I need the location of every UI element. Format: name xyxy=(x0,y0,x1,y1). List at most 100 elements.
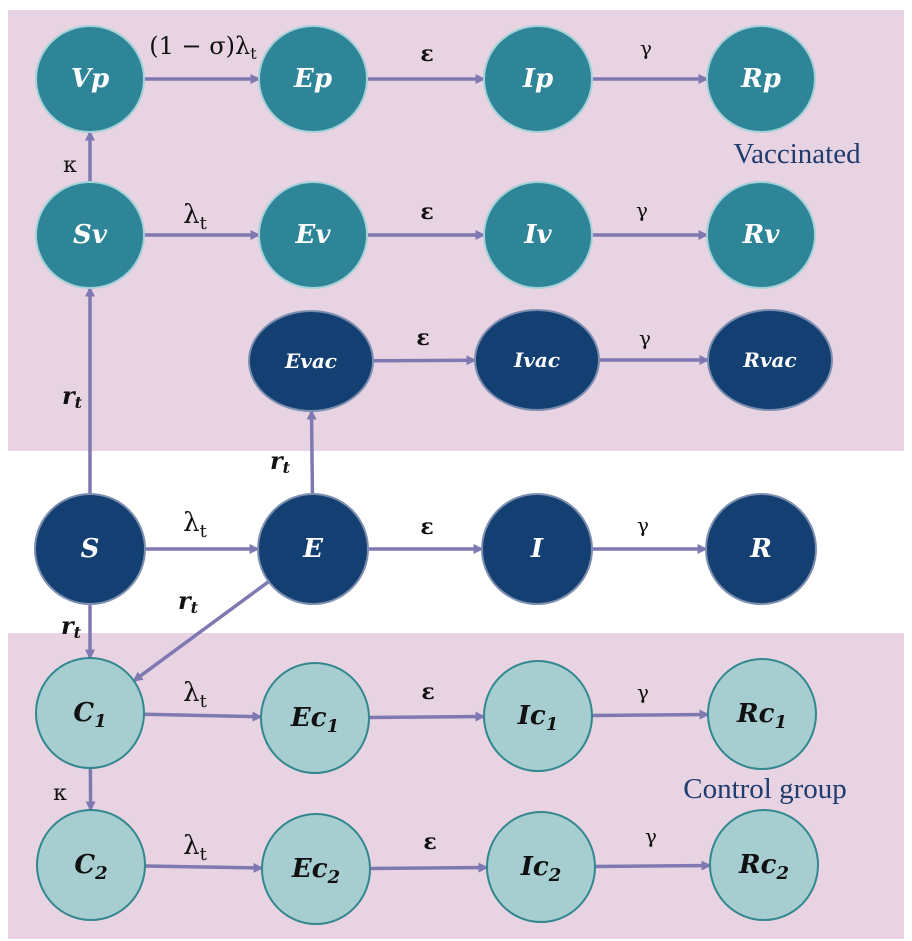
rate-label-e-to-evac-text: r xyxy=(270,446,285,475)
rate-label-s-to-c1: rt xyxy=(61,611,82,642)
compartment-ip-label: Ip xyxy=(522,64,553,94)
transition-s-to-sv: rt xyxy=(62,286,95,494)
rate-label-c2-to-ec2: λt xyxy=(183,831,207,865)
transition-s-to-c1: rt xyxy=(61,604,95,660)
transition-ep-to-ip: ε xyxy=(367,41,486,84)
compartment-i-label: I xyxy=(530,534,544,564)
compartment-rc2-label-subscript: 2 xyxy=(775,863,789,884)
rate-label-sv-to-ev-subscript: t xyxy=(200,213,208,234)
compartment-ic1: Ic1 xyxy=(483,660,593,772)
compartment-sv: Sv xyxy=(35,181,145,289)
arrow-e-to-c1 xyxy=(132,580,270,683)
arrow-ic2-to-rc2 xyxy=(594,860,712,871)
rate-label-e-to-i-text: ε xyxy=(420,514,433,540)
rate-label-e-to-evac-subscript: t xyxy=(283,458,291,477)
compartment-c2-label: C2 xyxy=(74,850,107,884)
transition-iv-to-rv: γ xyxy=(592,198,709,240)
compartment-rc1: Rc1 xyxy=(707,658,817,770)
compartment-rc1-circle xyxy=(707,658,817,770)
compartment-i-label-text: I xyxy=(530,534,544,564)
compartment-ivac-circle xyxy=(474,309,600,411)
arrow-c1-to-ec1 xyxy=(143,711,263,722)
compartment-rp-circle xyxy=(706,25,816,133)
rate-label-c1-to-ec1-subscript: t xyxy=(200,691,208,712)
transition-c2-to-ec2: λt xyxy=(144,831,264,873)
rate-label-s-to-c1-text: r xyxy=(61,611,76,640)
compartment-r: R xyxy=(705,493,817,605)
compartment-ec1-circle xyxy=(260,662,370,774)
compartment-evac-label: Evac xyxy=(284,349,337,373)
rate-label-c1-to-ec1-text: λ xyxy=(183,678,199,708)
compartment-rc2-circle xyxy=(709,809,819,921)
control-group-label: Control group xyxy=(683,773,847,805)
compartment-e: E xyxy=(257,493,369,605)
compartment-sv-label-text: Sv xyxy=(73,220,108,250)
rate-label-c1-to-c2-text: κ xyxy=(53,781,67,806)
rate-label-ic1-to-rc1: γ xyxy=(637,680,649,704)
compartment-ic2: Ic2 xyxy=(486,811,596,923)
rate-label-c1-to-ec1: λt xyxy=(183,678,207,712)
compartment-r-label: R xyxy=(749,534,772,564)
compartment-ep-label-text: Ep xyxy=(293,64,332,94)
compartment-s-circle xyxy=(34,493,146,605)
rate-label-ep-to-ip: ε xyxy=(420,41,433,67)
transition-ev-to-iv: ε xyxy=(367,199,486,240)
compartment-c2-label-text: C xyxy=(74,850,95,880)
compartment-ivac-label-text: Ivac xyxy=(513,348,560,372)
compartment-ic1-label-subscript: 1 xyxy=(546,714,559,735)
rate-label-e-to-c1-text: r xyxy=(178,586,193,615)
rate-label-e-to-c1-subscript: t xyxy=(191,598,199,617)
compartment-ip: Ip xyxy=(483,25,593,133)
compartment-ev-label: Ev xyxy=(295,220,332,250)
compartment-ic1-label-text: Ic xyxy=(517,701,546,731)
transition-vp-to-ep: (1 − σ)λt xyxy=(144,32,261,84)
transition-c1-to-c2: κ xyxy=(53,767,96,812)
compartment-e-label-text: E xyxy=(302,534,324,564)
compartment-vp-circle xyxy=(35,25,145,133)
compartment-ep: Ep xyxy=(258,25,368,133)
rate-label-c2-to-ec2-text: λ xyxy=(183,831,199,861)
transition-ivac-to-rvac: γ xyxy=(599,326,710,365)
compartment-ivac: Ivac xyxy=(474,309,600,411)
compartment-rc2-label: Rc2 xyxy=(738,850,789,884)
compartment-ic2-label-text: Ic xyxy=(520,852,549,882)
compartment-ev-circle xyxy=(258,181,368,289)
compartment-rv-label-text: Rv xyxy=(742,220,781,250)
transition-c1-to-ec1: λt xyxy=(143,678,263,722)
rate-label-e-to-evac: rt xyxy=(270,446,291,477)
compartment-evac-label-text: Evac xyxy=(284,349,337,373)
transition-e-to-c1: rt xyxy=(132,580,270,683)
rate-label-ic2-to-rc2: γ xyxy=(645,824,657,848)
rate-label-ip-to-rp-text: γ xyxy=(640,36,652,60)
compartment-ep-circle xyxy=(258,25,368,133)
compartment-rv-label: Rv xyxy=(742,220,781,250)
compartment-rv-circle xyxy=(706,181,816,289)
arrow-e-to-evac xyxy=(306,409,317,495)
compartment-rc1-label-subscript: 1 xyxy=(774,712,787,733)
compartment-iv: Iv xyxy=(483,181,593,289)
compartment-rc1-label: Rc1 xyxy=(736,699,787,733)
compartment-ec2-circle xyxy=(261,813,371,925)
transition-ic2-to-rc2: γ xyxy=(594,824,712,871)
rate-label-c2-to-ec2-subscript: t xyxy=(200,844,208,865)
compartment-e-label: E xyxy=(302,534,324,564)
rate-label-c1-to-c2: κ xyxy=(53,781,67,806)
compartment-vp-label: Vp xyxy=(71,64,109,94)
transition-ec2-to-ic2: ε xyxy=(369,829,489,873)
rate-label-ivac-to-rvac: γ xyxy=(639,326,651,350)
compartment-rvac-label-text: Rvac xyxy=(742,348,796,372)
compartment-sv-circle xyxy=(35,181,145,289)
compartment-e-circle xyxy=(257,493,369,605)
compartment-iv-label-text: Iv xyxy=(523,220,552,250)
compartment-ivac-label: Ivac xyxy=(513,348,560,372)
rate-label-i-to-r-text: γ xyxy=(637,513,649,537)
rate-label-vp-to-ep-text: (1 − σ)λ xyxy=(149,32,250,60)
compartment-evac: Evac xyxy=(248,310,374,412)
compartment-ic1-label: Ic1 xyxy=(517,701,559,735)
compartment-ip-circle xyxy=(483,25,593,133)
rate-label-sv-to-ev-text: λ xyxy=(183,200,199,230)
arrow-ec1-to-ic1 xyxy=(368,711,486,722)
compartment-ec1: Ec1 xyxy=(260,662,370,774)
